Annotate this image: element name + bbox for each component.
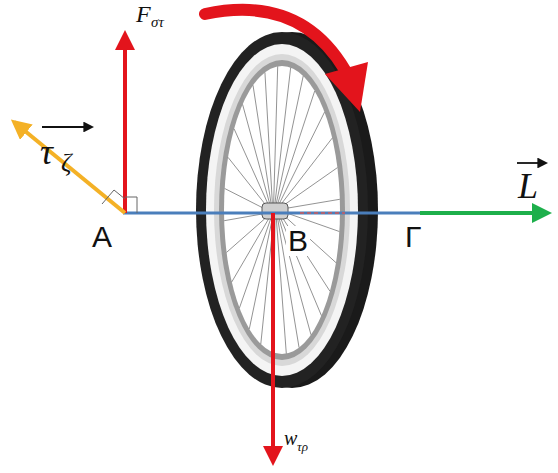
- force-arrow: [123, 34, 127, 213]
- spoke: [249, 218, 272, 329]
- spoke: [232, 216, 271, 282]
- spoke: [279, 112, 325, 205]
- spoke: [227, 214, 270, 252]
- symbol-label: L: [518, 168, 538, 204]
- symbol-label: τ: [40, 134, 53, 170]
- rotation-arrow: [205, 10, 345, 70]
- spoke: [281, 213, 336, 263]
- symbol-label: τρ: [297, 440, 308, 453]
- rotation-arrow-head: [325, 62, 368, 112]
- vector-mark: [42, 126, 92, 128]
- spoke: [276, 76, 303, 203]
- spoke: [228, 157, 269, 209]
- spoke: [281, 199, 340, 209]
- torque-arrow: [14, 122, 125, 213]
- spoke: [265, 72, 272, 203]
- symbol-label: F: [136, 2, 151, 26]
- symbol-label: w: [284, 428, 297, 448]
- spoke: [278, 91, 315, 204]
- right-angle-mark: [102, 190, 125, 204]
- spoke: [253, 85, 271, 204]
- weight-arrow: [271, 213, 275, 462]
- spoke: [280, 138, 333, 206]
- symbol-label: ζ: [61, 150, 72, 176]
- vector-mark: [517, 162, 546, 164]
- spoke: [276, 219, 286, 354]
- angular-momentum-arrow: [420, 211, 548, 215]
- symbol-label: A: [92, 222, 112, 252]
- axle-hidden: [300, 212, 345, 214]
- symbol-label: Γ: [405, 222, 422, 252]
- spoke: [239, 217, 271, 308]
- spoke: [275, 68, 291, 203]
- spoke: [234, 129, 270, 208]
- spoke: [243, 104, 271, 206]
- symbol-label: στ: [151, 15, 164, 30]
- symbol-label: B: [286, 226, 310, 256]
- bicycle-wheel: [196, 32, 378, 388]
- right-angle-mark: [125, 197, 137, 213]
- spoke: [280, 216, 322, 316]
